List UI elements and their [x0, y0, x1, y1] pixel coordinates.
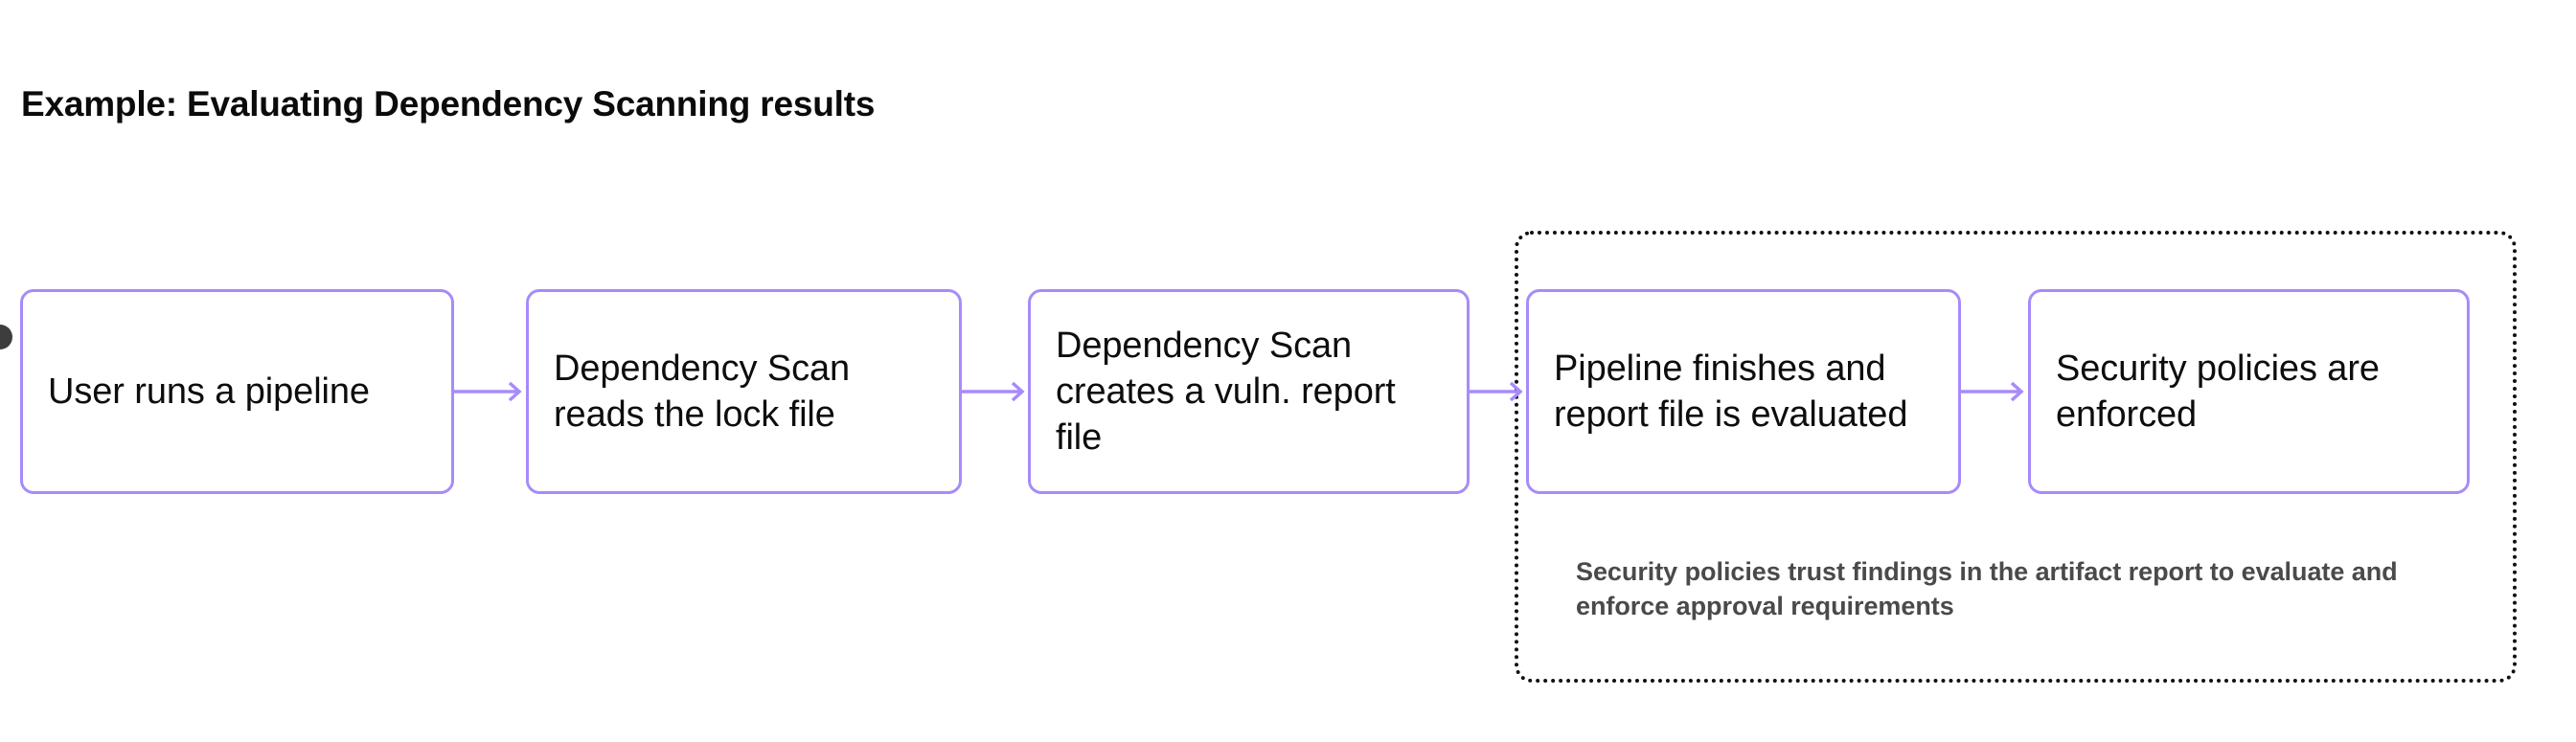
flow-arrow-2-to-3: [961, 378, 1030, 405]
flow-node-user-runs-pipeline[interactable]: User runs a pipeline: [20, 289, 454, 494]
flow-node-label: Dependency Scan reads the lock file: [554, 348, 851, 435]
flow-node-label: Dependency Scan creates a vuln. report f…: [1056, 325, 1396, 459]
flow-node-security-policies-enforced[interactable]: Security policies are enforced: [2028, 289, 2470, 494]
flow-node-dependency-scan-reads-lock-file[interactable]: Dependency Scan reads the lock file: [526, 289, 962, 494]
flow-node-pipeline-finishes-report-evaluated[interactable]: Pipeline finishes and report file is eva…: [1526, 289, 1961, 494]
flow-node-label: User runs a pipeline: [48, 371, 370, 412]
group-caption: Security policies trust findings in the …: [1576, 557, 2398, 620]
page-title: Example: Evaluating Dependency Scanning …: [21, 84, 876, 124]
flow-origin-dot: [0, 325, 12, 349]
flow-node-label: Pipeline finishes and report file is eva…: [1554, 348, 1908, 435]
flow-node-dependency-scan-creates-report[interactable]: Dependency Scan creates a vuln. report f…: [1028, 289, 1470, 494]
flow-node-label: Security policies are enforced: [2056, 348, 2380, 435]
flow-arrow-1-to-2: [454, 378, 528, 405]
security-policy-group-frame: [1515, 231, 2517, 683]
